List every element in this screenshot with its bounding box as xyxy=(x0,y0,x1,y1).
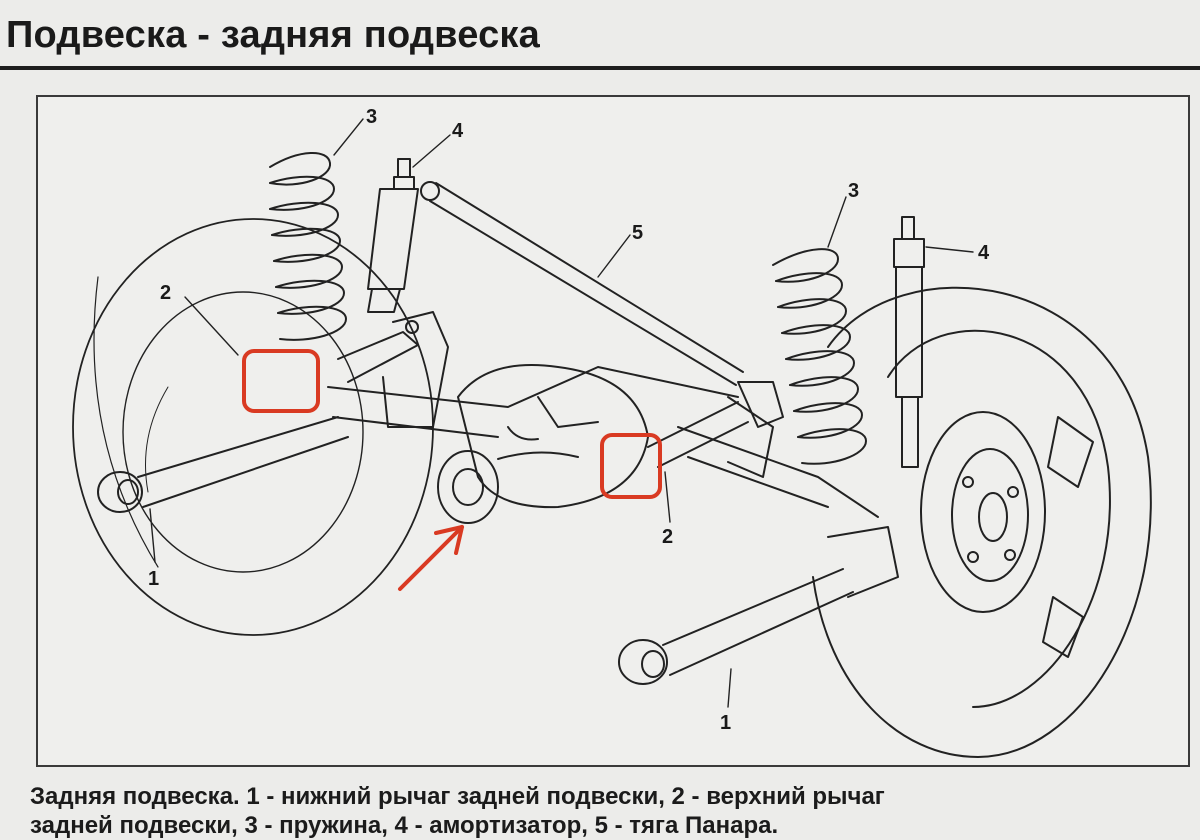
right-shock-absorber xyxy=(893,216,925,468)
right-lower-arm xyxy=(618,526,899,685)
callout-left-lower-arm: 1 xyxy=(148,568,159,590)
callout-right-spring: 3 xyxy=(848,180,859,202)
callout-left-upper-arm: 2 xyxy=(160,282,171,304)
left-upper-bushing-highlight xyxy=(242,349,320,413)
title-rule xyxy=(0,66,1200,70)
differential-bushing-arrow xyxy=(398,525,464,591)
caption-line-2: задней подвески, 3 - пружина, 4 - аморти… xyxy=(30,812,779,839)
axle-housing xyxy=(327,366,879,518)
suspension-diagram: 3 4 5 2 1 3 4 2 1 xyxy=(72,106,1152,758)
caption-line-1: Задняя подвеска. 1 - нижний рычаг задней… xyxy=(30,783,885,810)
right-wheel xyxy=(812,286,1152,758)
callout-left-shock: 4 xyxy=(452,120,464,142)
right-upper-arm xyxy=(647,396,774,478)
callout-right-shock: 4 xyxy=(978,242,990,264)
figure-frame: 3 4 5 2 1 3 4 2 1 xyxy=(36,95,1190,767)
callout-right-lower-arm: 1 xyxy=(720,712,731,734)
differential xyxy=(437,364,649,524)
panhard-rod xyxy=(420,181,744,386)
leader-lines xyxy=(149,118,974,708)
left-shock-absorber xyxy=(367,158,419,313)
callout-left-spring: 3 xyxy=(366,106,377,128)
page-title: Подвеска - задняя подвеска xyxy=(6,14,540,56)
left-spring xyxy=(269,151,347,341)
callout-panhard-rod: 5 xyxy=(632,222,643,244)
left-upper-arm xyxy=(337,311,449,428)
right-spring xyxy=(772,248,867,465)
left-lower-arm xyxy=(97,416,349,513)
figure-caption: Задняя подвеска. 1 - нижний рычаг задней… xyxy=(30,782,1190,840)
left-wheel xyxy=(72,218,434,636)
callout-right-upper-arm: 2 xyxy=(662,526,673,548)
right-upper-bushing-highlight xyxy=(600,433,662,499)
